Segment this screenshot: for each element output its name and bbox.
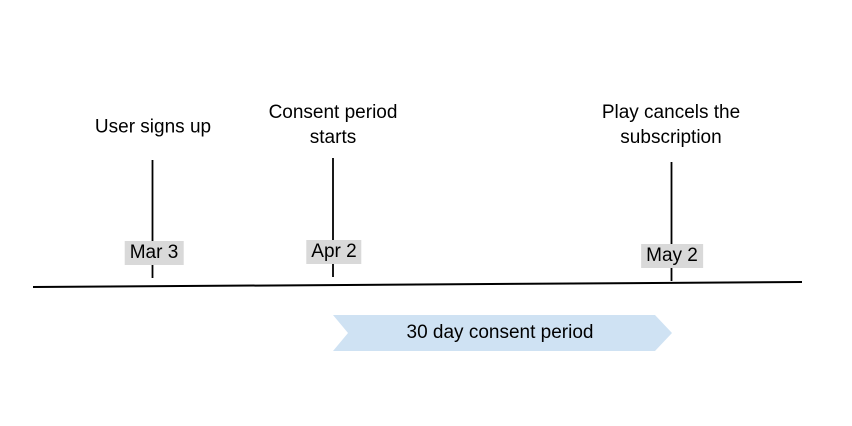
consent-period-arrow-label: 30 day consent period	[406, 322, 594, 343]
timeline-axis	[32, 281, 803, 288]
date-chip-consent-start: Apr 2	[306, 240, 362, 264]
event-label-consent-start: Consent period starts	[268, 102, 398, 148]
date-chip-cancel: May 2	[641, 244, 703, 268]
event-label-signup: User signs up	[94, 116, 212, 138]
event-label-cancel: Play cancels the subscription	[601, 102, 741, 148]
consent-period-arrow	[333, 315, 672, 351]
date-chip-signup: Mar 3	[124, 241, 184, 265]
